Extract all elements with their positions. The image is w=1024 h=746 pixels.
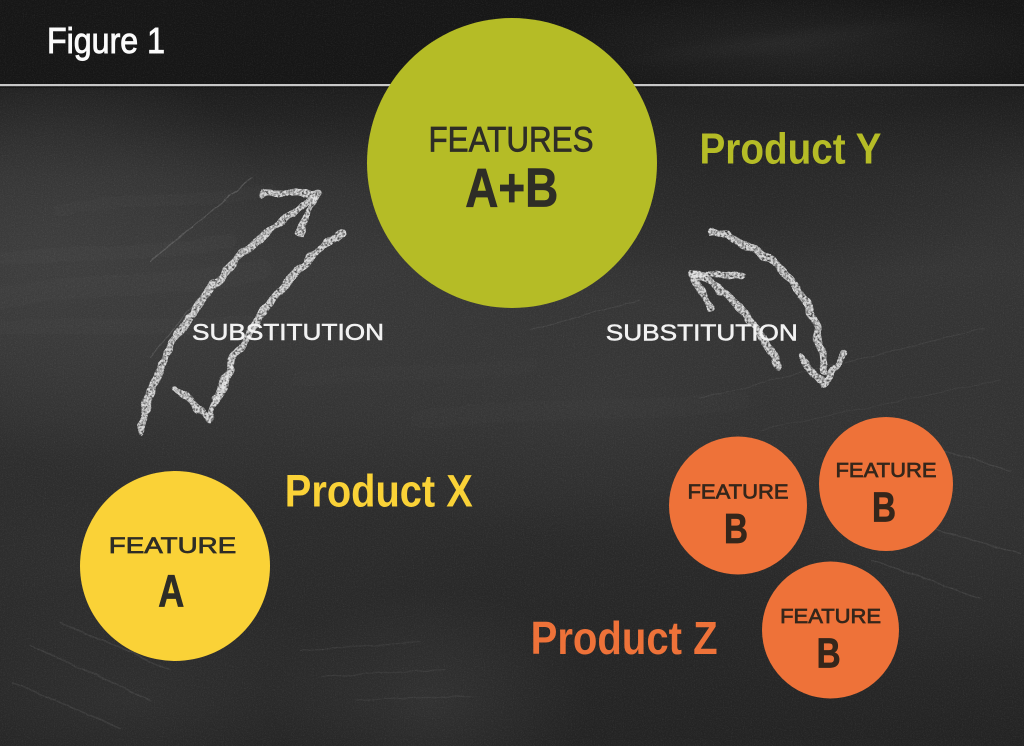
svg-text:B: B (872, 484, 896, 530)
svg-text:B: B (724, 506, 748, 552)
svg-text:FEATURE: FEATURE (688, 480, 789, 503)
svg-text:SUBSTITUTION: SUBSTITUTION (606, 319, 798, 345)
svg-text:FEATURE: FEATURE (109, 533, 237, 558)
svg-text:FEATURES: FEATURES (429, 121, 594, 160)
svg-text:A: A (158, 565, 184, 616)
svg-text:Figure 1: Figure 1 (47, 20, 165, 61)
svg-text:FEATURE: FEATURE (836, 459, 937, 482)
svg-text:A+B: A+B (465, 157, 558, 218)
svg-text:Product X: Product X (285, 466, 473, 517)
svg-text:SUBSTITUTION: SUBSTITUTION (192, 319, 384, 345)
svg-text:FEATURE: FEATURE (780, 605, 881, 628)
svg-text:Product Y: Product Y (700, 125, 882, 174)
svg-text:Product Z: Product Z (531, 612, 718, 664)
svg-text:B: B (817, 630, 841, 676)
